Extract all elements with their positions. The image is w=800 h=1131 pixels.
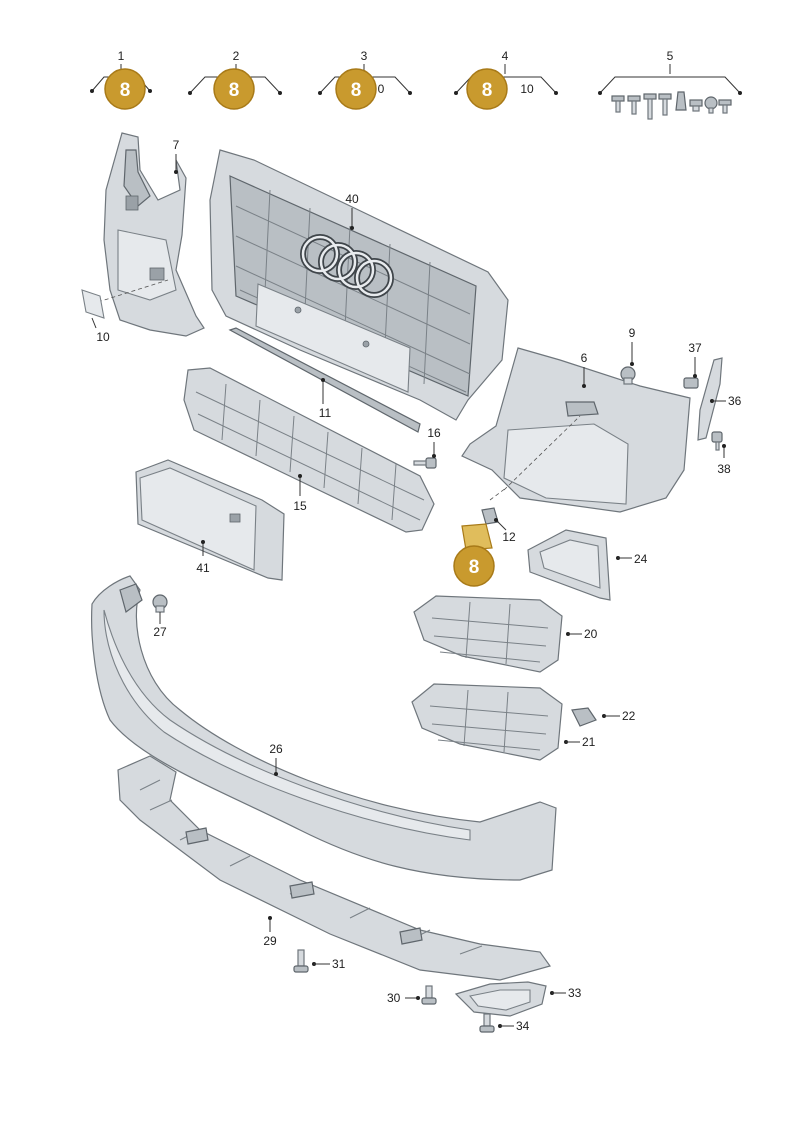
group-number-3: 3 — [361, 49, 368, 63]
callout-10: 10 — [96, 330, 110, 344]
part-8-cover — [461, 523, 493, 551]
bracket-22-icon — [571, 707, 597, 727]
left-bumper-bracket — [97, 132, 205, 337]
badge-label: 8 — [482, 80, 493, 101]
screw-30-icon — [421, 985, 437, 1005]
callout-label: 30 — [387, 991, 401, 1005]
callout-11: 11 — [319, 378, 332, 420]
group-number-1: 1 — [118, 49, 125, 63]
callout-label: 6 — [581, 351, 588, 365]
clip-27-icon — [152, 594, 168, 613]
screw-31-icon — [293, 949, 309, 973]
callout-15: 15 — [293, 474, 307, 513]
cover-plate-24 — [527, 529, 611, 601]
callout-label: 37 — [688, 341, 702, 355]
group-number-2: 2 — [233, 49, 240, 63]
side-guide-bracket-36 — [697, 357, 723, 441]
callout-9: 9 — [629, 326, 636, 366]
screw-38-icon — [711, 431, 723, 451]
callout-label: 27 — [153, 625, 167, 639]
callout-label: 21 — [582, 735, 596, 749]
group-3-extra-label: 0 — [378, 82, 385, 96]
group-4-extra-label: 10 — [520, 82, 534, 96]
group-3: 3 0 8 — [318, 49, 412, 110]
callout-label: 33 — [568, 986, 582, 1000]
callout-label: 36 — [728, 394, 742, 408]
callout-label: 12 — [502, 530, 516, 544]
group-1: 1 8 — [90, 49, 152, 110]
callout-label: 15 — [293, 499, 307, 513]
callout-37: 37 — [688, 341, 702, 378]
callout-label: 26 — [269, 742, 283, 756]
callout-30: 30 — [387, 991, 420, 1005]
screw-16-icon — [413, 457, 437, 469]
callout-7: 7 — [173, 138, 180, 174]
callout-label: 29 — [263, 934, 277, 948]
callout-27: 27 — [153, 612, 167, 639]
callout-label: 24 — [634, 552, 648, 566]
group-4: 4 10 8 — [454, 49, 558, 110]
callout-21: 21 — [564, 735, 596, 749]
callout-label: 41 — [196, 561, 210, 575]
callout-label: 9 — [629, 326, 636, 340]
callout-label: 34 — [516, 1019, 530, 1033]
callout-label: 10 — [96, 330, 110, 344]
end-piece-33 — [454, 981, 547, 1017]
callout-22: 22 — [602, 709, 636, 723]
callout-label: 40 — [345, 192, 359, 206]
badge-label: 8 — [351, 80, 362, 101]
group-5: 5 — [598, 49, 742, 120]
badge-8-icon: 8 — [213, 68, 255, 110]
lower-grille — [183, 367, 435, 533]
fog-lamp-grille-21 — [411, 683, 563, 761]
fastener-set-icon — [611, 91, 732, 120]
callout-label: 20 — [584, 627, 598, 641]
badge-8-icon: 8 — [466, 68, 508, 110]
badge-label: 8 — [469, 557, 480, 578]
callout-29: 29 — [263, 916, 277, 948]
callout-41: 41 — [196, 540, 210, 575]
callout-26: 26 — [269, 742, 283, 776]
callout-16: 16 — [427, 426, 441, 458]
front-grille — [209, 149, 509, 421]
clip-37-icon — [683, 377, 699, 389]
callout-label: 31 — [332, 957, 346, 971]
badge-8-icon: 8 — [335, 68, 377, 110]
callout-label: 7 — [173, 138, 180, 152]
callout-12: 12 — [494, 518, 516, 544]
callout-31: 31 — [312, 957, 346, 971]
callout-label: 16 — [427, 426, 441, 440]
callout-label: 38 — [717, 462, 731, 476]
clip-9-icon — [620, 366, 636, 385]
clip-10 — [81, 289, 105, 329]
badge-8-icon: 8 — [453, 545, 495, 587]
group-2: 2 8 — [188, 49, 282, 110]
callout-label: 22 — [622, 709, 636, 723]
license-plate-base — [135, 459, 285, 581]
callout-38: 38 — [717, 444, 731, 476]
badge-label: 8 — [120, 80, 131, 101]
group-number-5: 5 — [667, 49, 674, 63]
lower-bumper-cover — [91, 575, 557, 881]
group-number-4: 4 — [502, 49, 509, 63]
screw-34-icon — [479, 1013, 495, 1033]
callout-label: 11 — [319, 406, 332, 420]
callout-36: 36 — [710, 394, 742, 408]
callout-34: 34 — [498, 1019, 530, 1033]
fog-lamp-grille-20 — [413, 595, 563, 673]
callout-40: 40 — [345, 192, 359, 230]
badge-8-icon: 8 — [104, 68, 146, 110]
badge-label: 8 — [229, 80, 240, 101]
underbody-spoiler — [117, 755, 551, 981]
callout-6: 6 — [581, 351, 588, 388]
callout-20: 20 — [566, 627, 598, 641]
callout-33: 33 — [550, 986, 582, 1000]
callout-24: 24 — [616, 552, 648, 566]
right-bumper-corner — [461, 347, 691, 513]
